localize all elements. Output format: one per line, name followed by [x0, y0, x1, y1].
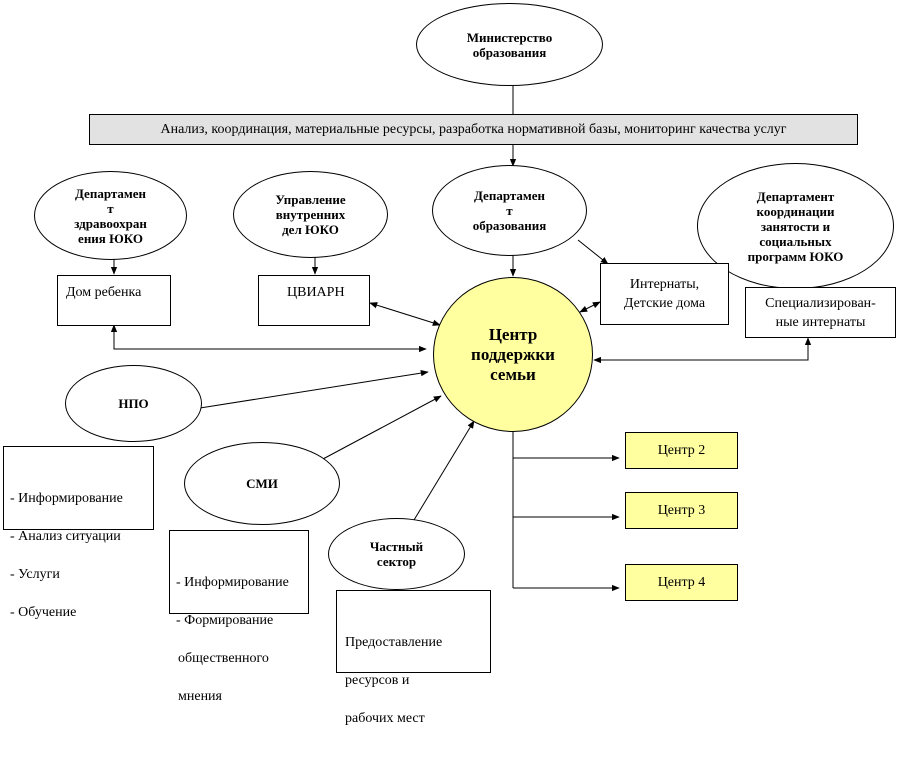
- dept-education-node[interactable]: Департамен т образования: [432, 165, 587, 256]
- baby-home-box[interactable]: Дом ребенка: [57, 275, 171, 326]
- media-function-item: общественного: [178, 651, 269, 666]
- private-functions-box: Предоставление ресурсов и рабочих мест: [336, 590, 491, 726]
- coordination-band: Анализ, координация, материальные ресурс…: [89, 114, 858, 145]
- npo-to-center-arrow: [199, 369, 429, 409]
- npo-function-item: - Обучение: [10, 605, 77, 620]
- center-4-box[interactable]: Центр 4: [625, 564, 738, 601]
- media-node[interactable]: СМИ: [184, 442, 340, 525]
- npo-functions-box: - Информирование - Анализ ситуации - Усл…: [3, 446, 154, 620]
- family-support-center-node[interactable]: Центр поддержки семьи: [433, 277, 593, 432]
- media-functions-box: - Информирование - Формирование обществе…: [169, 530, 309, 704]
- special-center-arrow: [593, 337, 812, 364]
- connector-lines: [110, 86, 812, 592]
- private-to-center-arrow: [413, 420, 475, 521]
- private-function-item: Предоставление: [345, 635, 443, 650]
- npo-function-item: - Услуги: [10, 567, 60, 582]
- ministry-node[interactable]: Министерство образования: [416, 3, 603, 86]
- private-function-item: рабочих мест: [345, 711, 425, 726]
- baby-home-center-arrow: [110, 324, 427, 353]
- media-to-center-arrow: [307, 395, 442, 468]
- boarding-center-arrow: [579, 301, 601, 313]
- dept-health-node[interactable]: Департамен т здравоохран ения ЮКО: [34, 171, 187, 260]
- private-sector-node[interactable]: Частный сектор: [328, 518, 465, 590]
- media-function-item: - Информирование: [176, 575, 289, 590]
- media-function-item: мнения: [178, 689, 222, 704]
- boarding-box[interactable]: Интернаты, Детские дома: [600, 263, 729, 325]
- media-function-item: - Формирование: [176, 613, 274, 628]
- npo-function-item: - Информирование: [10, 491, 123, 506]
- special-boarding-box[interactable]: Специализирован- ные интернаты: [745, 287, 896, 338]
- tsviarn-center-arrow: [369, 302, 441, 326]
- center-3-box[interactable]: Центр 3: [625, 492, 738, 529]
- npo-function-item: - Анализ ситуации: [10, 529, 121, 544]
- center-2-box[interactable]: Центр 2: [625, 432, 738, 469]
- dept-interior-node[interactable]: Управление внутренних дел ЮКО: [233, 171, 388, 258]
- npo-node[interactable]: НПО: [65, 365, 202, 442]
- dept-education-to-boarding-arrow: [577, 239, 609, 265]
- tsviarn-box[interactable]: ЦВИАРН: [258, 275, 370, 326]
